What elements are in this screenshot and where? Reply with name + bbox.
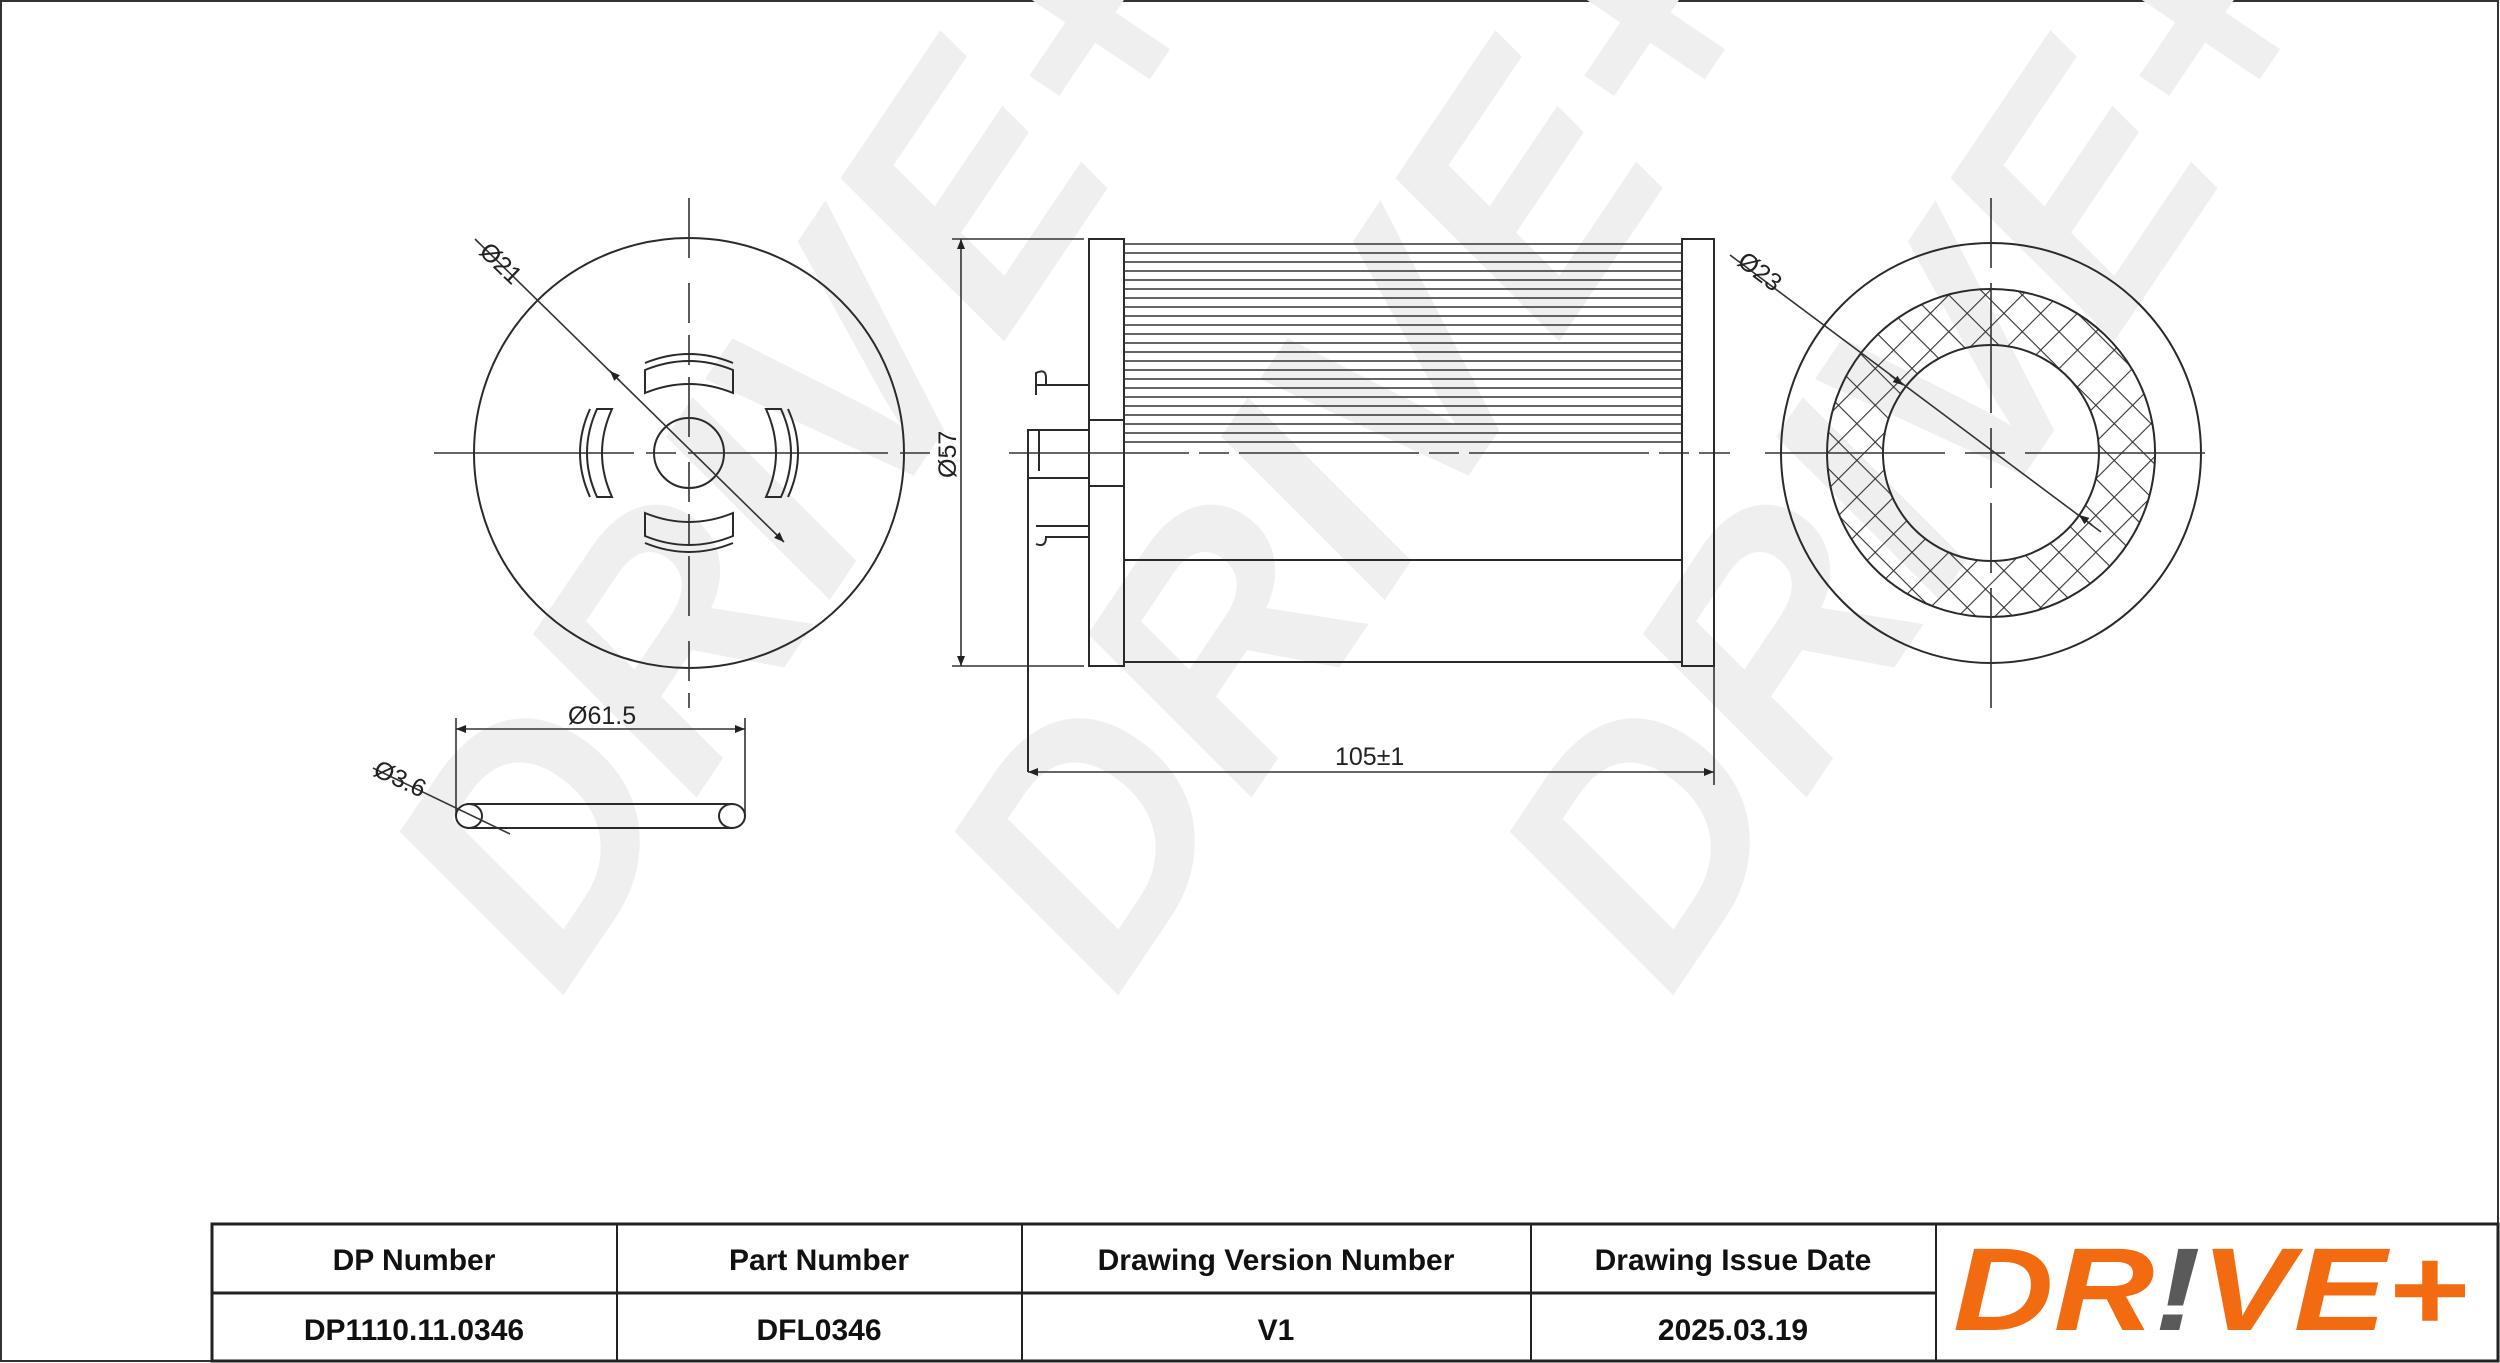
value-dp-number: DP1110.11.0346	[304, 1314, 524, 1347]
outer-diameter-label: Ø57	[934, 431, 962, 478]
length-label: 105±1	[1335, 743, 1404, 771]
inner-diameter-label: Ø23	[1732, 246, 1787, 297]
oring-diameter-label: Ø61.5	[568, 702, 636, 730]
header-issue-date: Drawing Issue Date	[1595, 1244, 1872, 1277]
svg-text:DR!VE+: DR!VE+	[1953, 1224, 2468, 1356]
filter-pleats	[1124, 243, 1682, 443]
header-part-number: Part Number	[729, 1244, 909, 1277]
value-part-number: DFL0346	[756, 1314, 881, 1347]
end-view-left: Ø21	[434, 198, 944, 708]
side-view: Ø57 105±1	[934, 238, 1730, 785]
value-drawing-version: V1	[1258, 1314, 1295, 1347]
header-drawing-version: Drawing Version Number	[1098, 1244, 1455, 1277]
title-block: DP Number Part Number Drawing Version Nu…	[210, 1222, 2500, 1363]
header-dp-number: DP Number	[333, 1244, 496, 1277]
drive-plus-logo: DR!VE+	[1953, 1224, 2468, 1356]
value-issue-date: 2025.03.19	[1658, 1314, 1808, 1347]
